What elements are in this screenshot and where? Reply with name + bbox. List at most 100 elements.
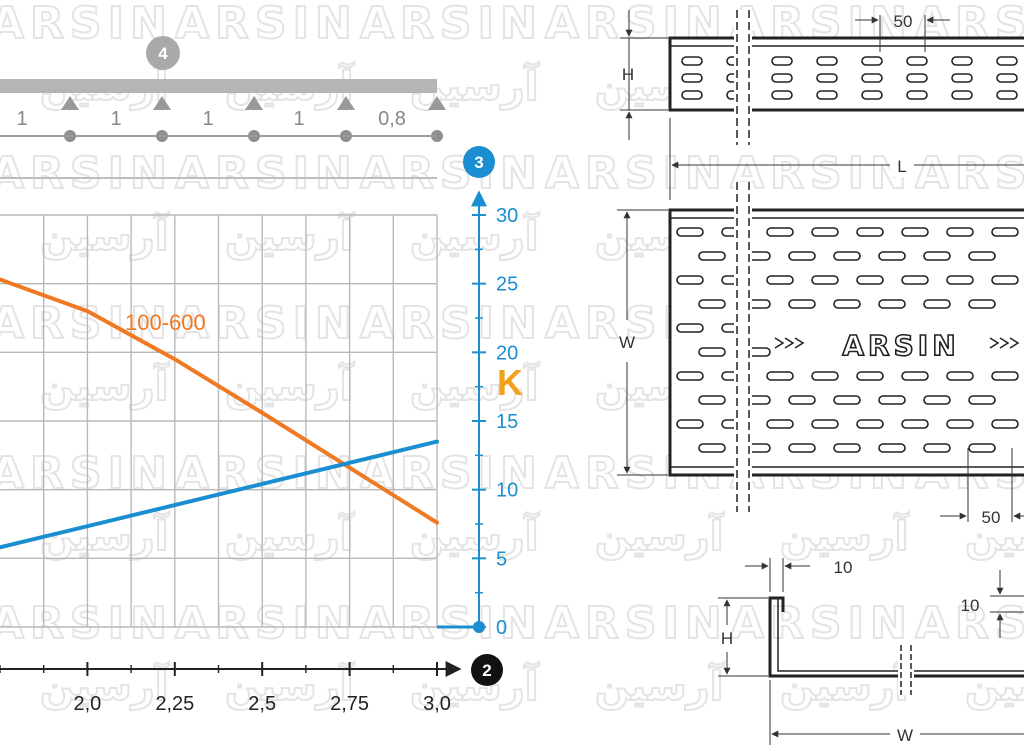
dimension-h-label: H	[721, 629, 733, 648]
dimension-w-label: W	[897, 726, 913, 745]
plan-slot	[698, 443, 726, 453]
dimension-l-mask	[890, 155, 914, 177]
plan-slot	[811, 419, 839, 429]
plan-slot	[698, 395, 726, 405]
plan-slot	[946, 371, 974, 381]
side-slot	[951, 56, 973, 66]
plan-slot	[968, 299, 996, 309]
watermark-text: ARSIN	[175, 298, 358, 349]
load-diagram: 4 1 1 1 1 0,8	[0, 36, 446, 179]
plan-slot	[991, 275, 1019, 285]
dimension-lip-label: 10	[961, 596, 980, 615]
y-tick-label: 10	[496, 480, 518, 502]
plan-slot	[878, 251, 906, 261]
watermark-text: ARSIN	[0, 448, 173, 499]
side-slot	[951, 73, 973, 83]
side-slot	[906, 90, 928, 100]
side-slot	[771, 73, 793, 83]
watermark-text: ARSIN	[175, 0, 358, 49]
dimension-pitch-label: 50	[894, 12, 913, 31]
plan-slot	[676, 371, 704, 381]
watermark-text: ARSIN	[175, 448, 358, 499]
plan-slot	[811, 275, 839, 285]
plan-slot	[856, 227, 884, 237]
watermark-text: ARSIN	[360, 148, 543, 199]
y-tick-label: 25	[496, 274, 518, 296]
plan-slot	[901, 371, 929, 381]
span-label: 1	[110, 108, 121, 130]
x-tick-label: 2,25	[155, 693, 194, 715]
series-line-blue	[0, 439, 439, 550]
plan-slot	[968, 395, 996, 405]
x-tick-label: 2,5	[248, 693, 276, 715]
plan-slot	[676, 419, 704, 429]
plan-break-gap	[734, 182, 752, 512]
x-tick-label: 2,0	[73, 693, 101, 715]
series-line-orange	[0, 277, 439, 525]
side-view-outline	[668, 36, 1024, 112]
side-slot	[996, 90, 1018, 100]
load-badge-label: 4	[158, 44, 168, 63]
y-axis-badge	[463, 146, 495, 178]
plan-slot	[991, 419, 1019, 429]
watermark-text: ARSIN	[0, 598, 173, 649]
plan-slot	[878, 443, 906, 453]
plan-slot	[923, 251, 951, 261]
plan-slot	[766, 275, 794, 285]
side-slot	[681, 90, 703, 100]
plan-slot	[766, 227, 794, 237]
chart-grid	[0, 214, 438, 628]
support-triangle	[153, 96, 171, 110]
span-label: 1	[293, 108, 304, 130]
side-slot	[861, 56, 883, 66]
watermark-text: ARSIN	[545, 598, 728, 649]
dimension-lip-label: 10	[834, 558, 853, 577]
side-slot	[951, 90, 973, 100]
side-slot	[906, 56, 928, 66]
watermark-text: آرسین	[780, 511, 910, 560]
plan-slot	[676, 227, 704, 237]
plan-slot	[968, 251, 996, 261]
y-tick-label: 30	[496, 205, 518, 227]
plan-slot	[766, 371, 794, 381]
watermark-text: آرسین	[780, 661, 910, 710]
side-break-gap	[734, 10, 752, 145]
plan-slot	[788, 251, 816, 261]
section-view: 10 10 H W	[718, 558, 1024, 745]
side-view-slots	[681, 56, 1018, 100]
plan-slot	[991, 227, 1019, 237]
plan-slot	[968, 443, 996, 453]
span-label: 1	[202, 108, 213, 130]
watermark-text: ARSIN	[360, 298, 543, 349]
watermark-text: ARSIN	[0, 0, 173, 49]
plan-slot	[766, 419, 794, 429]
plan-slot	[901, 227, 929, 237]
plan-slot	[856, 371, 884, 381]
plan-view: ARSIN W 50	[617, 182, 1024, 527]
watermark-text: ARSIN	[360, 0, 543, 49]
plan-slot	[856, 275, 884, 285]
plan-slot	[676, 275, 704, 285]
watermark-text: آرسین	[965, 661, 1024, 710]
plan-slot	[946, 275, 974, 285]
load-badge	[146, 36, 180, 70]
dimension-l-label: L	[897, 157, 906, 176]
plan-slot	[698, 299, 726, 309]
y-tick-label: 5	[496, 548, 507, 570]
plan-slot	[788, 443, 816, 453]
side-slot	[816, 90, 838, 100]
side-slot	[771, 56, 793, 66]
plan-slot	[923, 443, 951, 453]
plan-slot	[788, 299, 816, 309]
x-tick-label: 3,0	[423, 693, 451, 715]
plan-slot	[923, 299, 951, 309]
x-tick-label: 2,75	[330, 693, 369, 715]
x-ticks: 2,0 2,25 2,5 2,75 3,0	[0, 662, 451, 715]
plan-slot	[833, 251, 861, 261]
plan-slot	[676, 323, 704, 333]
watermark-text: ARSIN	[360, 598, 543, 649]
y-tick-label: 0	[496, 617, 507, 639]
watermark-text: آرسین	[40, 511, 170, 560]
